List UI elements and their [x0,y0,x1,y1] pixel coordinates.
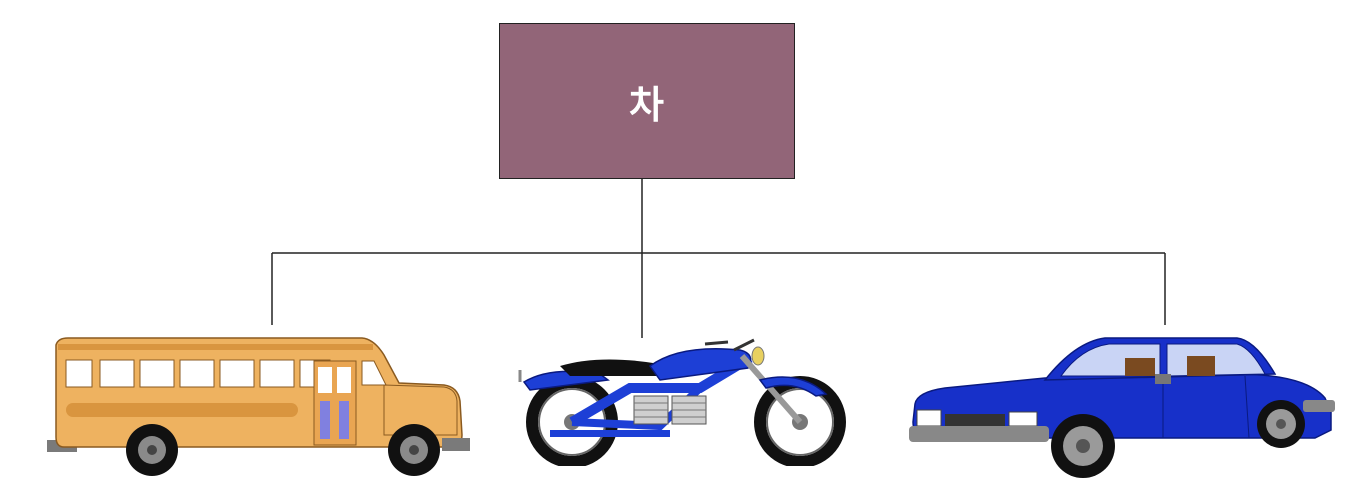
root-node-label: 차 [629,82,665,127]
sedan-car-icon [909,337,1335,478]
motorcycle-icon [518,338,846,466]
root-node-box: 차 [499,23,795,179]
school-bus-icon [47,337,470,476]
